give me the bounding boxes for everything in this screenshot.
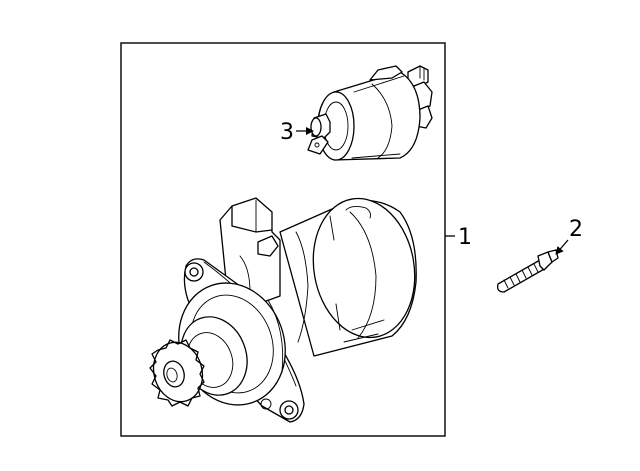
callout-1-label: 1 <box>458 225 472 250</box>
assembly-frame <box>120 42 446 437</box>
stud-bolt[interactable] <box>496 249 559 293</box>
pinion-gear <box>149 339 205 407</box>
callout-2-label: 2 <box>569 217 583 242</box>
callout-1: 1 <box>445 225 472 250</box>
callout-3: 3 <box>280 120 314 145</box>
callout-2: 2 <box>555 217 583 255</box>
starter-motor[interactable] <box>147 190 425 423</box>
solenoid-part[interactable] <box>307 65 433 161</box>
arrowhead-icon <box>555 239 569 255</box>
callout-3-label: 3 <box>280 120 294 145</box>
